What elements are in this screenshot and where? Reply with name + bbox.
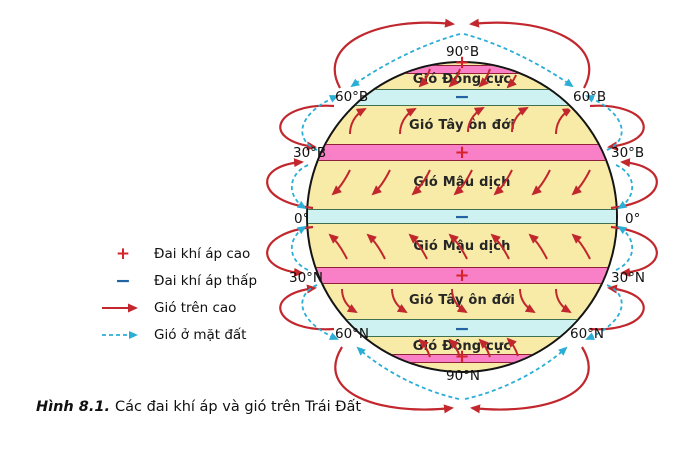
wind-belt-label-polar-north: Gió Đông cực (412, 72, 512, 87)
legend-label-low-pressure: Đai khí áp thấp (154, 273, 258, 289)
high-pressure-stripe-north-pole (308, 65, 616, 74)
surface-wind-arrow-icon (102, 331, 138, 339)
high-pressure-stripe-south-pole (308, 354, 616, 363)
high-pressure-plus-icon: + (115, 244, 131, 264)
high-pressure-symbol-north-pole: + (454, 52, 470, 73)
low-pressure-stripe-60b (308, 89, 616, 106)
surface-wind-loop-right-30b-0 (615, 164, 634, 210)
lat-label-30b-right: 30°B (611, 145, 645, 161)
lat-label-60b-left: 60°B (335, 89, 369, 105)
legend-label-upper-wind: Gió trên cao (154, 300, 237, 316)
low-pressure-stripe-equator (308, 209, 616, 224)
high-pressure-symbol-south-pole: + (454, 346, 470, 367)
lat-label-60n-left: 60°N (335, 326, 370, 342)
lat-label-30b-left: 30°B (293, 145, 327, 161)
legend-label-surface-wind: Gió ở mặt đất (154, 327, 247, 343)
high-pressure-symbol-30n: + (454, 265, 470, 286)
upper-wind-loop-right-0-30b (610, 158, 658, 210)
upper-wind-arrow-icon (102, 303, 138, 313)
wind-belt-label-trades-north: Gió Mậu dịch (413, 175, 511, 190)
lat-label-0-right: 0° (625, 211, 641, 227)
legend-item-high-pressure: + Đai khí áp cao (98, 243, 257, 265)
lat-label-0-left: 0° (294, 211, 310, 227)
low-pressure-symbol-60b: − (454, 86, 470, 108)
high-pressure-stripe-30n (308, 267, 616, 284)
high-pressure-stripe-30b (308, 144, 616, 161)
low-pressure-symbol-equator: − (454, 206, 470, 228)
figure-caption-text: Các đai khí áp và gió trên Trái Đất (115, 399, 362, 415)
figure-caption-number: Hình 8.1. (36, 399, 110, 415)
lat-label-60b-right: 60°B (573, 89, 607, 105)
lat-label-30n-left: 30°N (289, 270, 324, 286)
legend-item-low-pressure: − Đai khí áp thấp (98, 270, 257, 292)
low-pressure-minus-icon: − (115, 270, 131, 292)
wind-belt-label-westerlies-south: Gió Tây ôn đới (409, 293, 515, 308)
high-pressure-symbol-30b: + (454, 142, 470, 163)
lat-label-30n-right: 30°N (611, 270, 646, 286)
upper-wind-loop-right-0-30n (610, 225, 658, 277)
surface-wind-loop-left-30b-0 (290, 164, 309, 210)
surface-wind-loop-right-30n-0 (615, 225, 634, 271)
legend-item-upper-wind: Gió trên cao (98, 297, 257, 319)
lat-label-60n-right: 60°N (570, 326, 605, 342)
legend-item-surface-wind: Gió ở mặt đất (98, 324, 257, 346)
legend: + Đai khí áp cao − Đai khí áp thấp Gió t… (98, 243, 257, 351)
legend-label-high-pressure: Đai khí áp cao (154, 246, 251, 262)
figure-caption: Hình 8.1. Các đai khí áp và gió trên Trái… (36, 399, 361, 415)
lat-label-90b: 90°B (446, 44, 480, 60)
wind-belt-label-westerlies-north: Gió Tây ôn đới (409, 118, 515, 133)
wind-belt-label-trades-south: Gió Mậu dịch (413, 239, 511, 254)
low-pressure-symbol-60n: − (454, 318, 470, 340)
surface-wind-loop-left-30n-0 (290, 225, 309, 271)
low-pressure-stripe-60n (308, 319, 616, 337)
lat-label-90n: 90°N (446, 368, 481, 384)
